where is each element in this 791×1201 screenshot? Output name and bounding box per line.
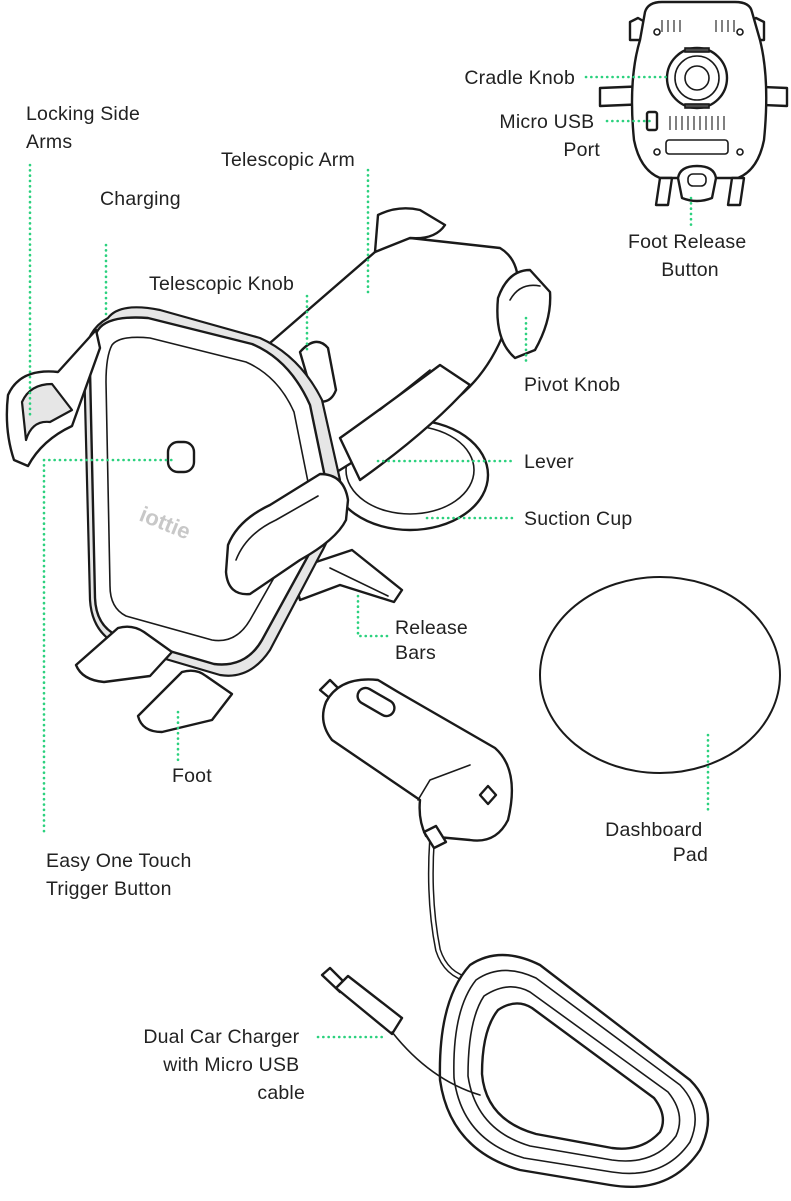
car-charger-body xyxy=(321,678,514,842)
car-charger-view xyxy=(318,678,710,1189)
label-dashboard-pad: Dashboard Pad xyxy=(605,819,708,866)
label-suction-cup: Suction Cup xyxy=(524,508,632,530)
label-release-bars: Release Bars xyxy=(395,617,474,664)
cable-coil xyxy=(438,953,710,1189)
label-cradle-knob: Cradle Knob xyxy=(464,67,575,89)
foot-right xyxy=(136,669,234,734)
label-locking-side-arms: Locking Side Arms xyxy=(26,103,146,153)
mount-main-view: iottie xyxy=(5,207,552,734)
pivot-knob-shape xyxy=(496,268,552,360)
right-locking-arm xyxy=(224,472,350,596)
label-micro-usb-port: Micro USB Port xyxy=(499,111,600,161)
label-telescopic-knob: Telescopic Knob xyxy=(149,273,294,295)
label-telescopic-arm: Telescopic Arm xyxy=(221,149,355,171)
leader-lines xyxy=(28,75,710,1039)
dashboard-pad-shape xyxy=(539,576,781,774)
lever-shape xyxy=(338,363,472,482)
label-lever: Lever xyxy=(524,451,574,473)
label-pivot-knob: Pivot Knob xyxy=(524,374,620,396)
micro-usb-plug xyxy=(334,974,404,1036)
cradle-rear-view xyxy=(598,0,789,207)
label-charging: Charging xyxy=(100,188,181,210)
label-foot-release-button: Foot Release Button xyxy=(628,231,752,281)
label-foot: Foot xyxy=(172,765,212,787)
label-dual-car-charger: Dual Car Charger with Micro USB cable xyxy=(143,1026,305,1104)
foot-left xyxy=(74,625,174,684)
label-easy-one-touch: Easy One Touch Trigger Button xyxy=(46,850,197,900)
